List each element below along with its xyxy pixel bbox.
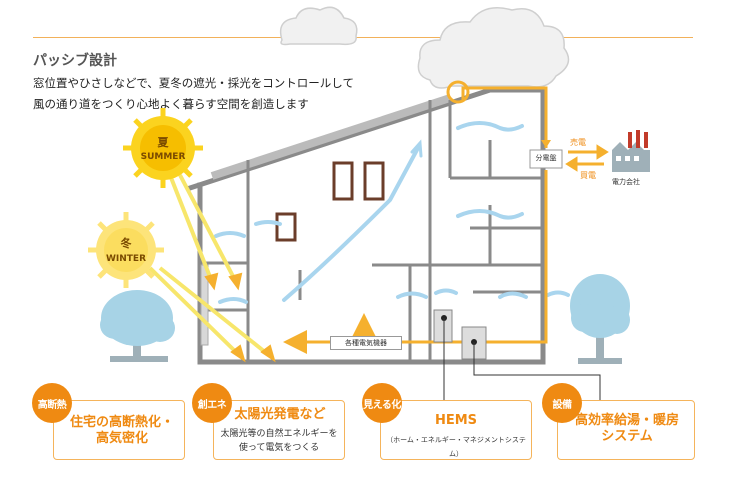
badge-energy-creation: 創エネ [192, 383, 232, 423]
summer-label: SUMMER [140, 152, 186, 162]
winter-label: WINTER [105, 254, 147, 264]
power-lines [283, 86, 548, 354]
window-attic [332, 161, 385, 201]
power-company-label: 電力会社 [612, 178, 640, 186]
cloud-small [279, 6, 358, 46]
page-title: パッシブ設計 [33, 53, 117, 69]
card-energy-creation-main: 太陽光発電など [234, 407, 326, 422]
badge-insulation: 高断熱 [32, 383, 72, 423]
intro-text-line2: 風の通り道をつくり心地よく暮らす空間を創造します [33, 97, 309, 111]
sell-power-label: 売電 [570, 138, 586, 147]
window-small [275, 212, 297, 242]
winter-kanji: 冬 [120, 237, 132, 250]
cloud-large [417, 7, 570, 89]
distribution-board [529, 149, 563, 169]
buy-power-label: 買電 [580, 171, 596, 180]
solar-junction-icon [446, 80, 470, 104]
solar-panel [210, 94, 452, 180]
badge-equipment: 設備 [542, 383, 582, 423]
card-energy-creation: 太陽光発電など 太陽光等の自然エネルギーを 使って電気をつくる [213, 400, 345, 460]
power-plant-icon [612, 130, 650, 172]
card-equipment: 高効率給湯・暖房 システム [557, 400, 695, 460]
card-equipment-main: 高効率給湯・暖房 システム [574, 413, 679, 444]
tree-left [100, 290, 175, 362]
card-hems-sub: （ホーム・エネルギー・マネジメントシステム） [386, 436, 526, 458]
arrow-down-icon [541, 140, 551, 148]
card-energy-creation-sub: 太陽光等の自然エネルギーを 使って電気をつくる [220, 429, 338, 453]
intro-text-line1: 窓位置やひさしなどで、夏冬の遮光・採光をコントロールして [33, 76, 354, 90]
summer-kanji: 夏 [157, 136, 169, 149]
card-insulation-main: 住宅の高断熱化・ 高気密化 [69, 415, 174, 446]
card-hems-main: HEMS [434, 413, 478, 428]
sunlight-arrowheads [204, 272, 276, 363]
badge-visualization: 見える化 [362, 383, 402, 423]
card-insulation: 住宅の高断熱化・ 高気密化 [53, 400, 185, 460]
sell-buy-arrows [565, 144, 609, 172]
summer-sun-icon [123, 108, 203, 188]
sunlight-rays [148, 174, 272, 358]
house-interior-walls [203, 100, 543, 362]
appliances-label: 各種電気機器 [330, 336, 402, 350]
hems-monitor [433, 309, 453, 343]
hems-connector-lines [443, 318, 601, 400]
card-hems: HEMS （ホーム・エネルギー・マネジメントシステム） [380, 400, 532, 460]
header-rule [33, 37, 693, 38]
wind-flow-arrows [214, 121, 570, 304]
winter-sun-icon [88, 212, 164, 288]
tree-right [570, 274, 630, 364]
distribution-board-label: 分電盤 [535, 154, 557, 162]
